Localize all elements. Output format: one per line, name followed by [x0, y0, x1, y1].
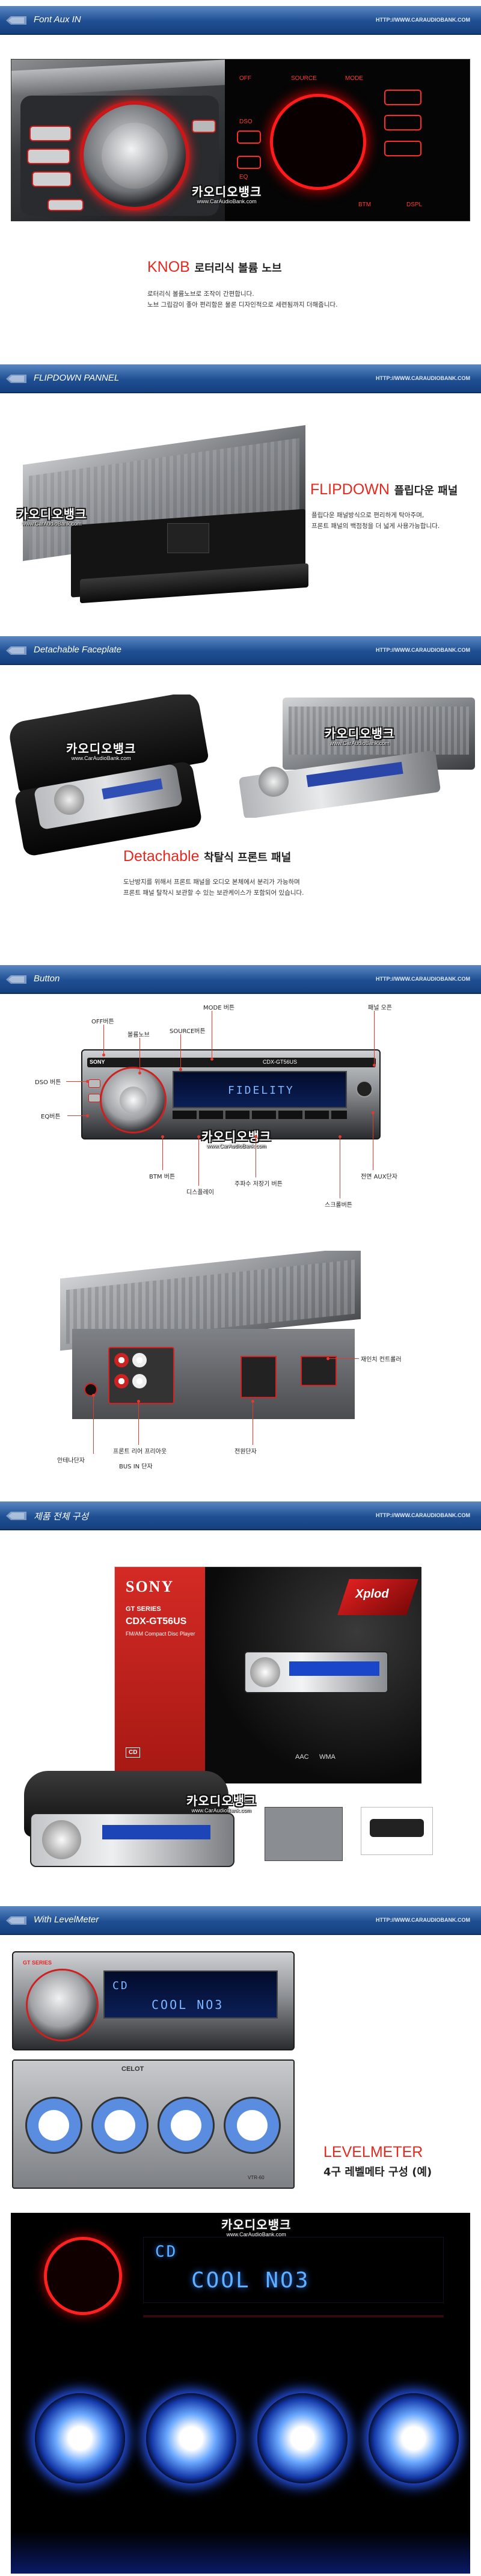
section-title: 제품 전체 구성 — [34, 1512, 89, 1522]
section-title: With LevelMeter — [34, 1915, 99, 1925]
rear-unit-photo — [48, 1251, 373, 1431]
label-steering-control: 재인치 컨트롤러 — [361, 1357, 402, 1363]
lcd-line-1: CD — [112, 1980, 129, 1992]
bar-notch-icon — [6, 1916, 26, 1925]
aux-label-btm: BTM — [358, 201, 372, 208]
levelmeter-feature-title: LEVELMETER 4구 레벨메타 구성 (예) — [323, 2144, 432, 2179]
box-model: CDX-GT56US — [126, 1616, 187, 1627]
bar-notch-icon — [6, 16, 26, 25]
section-header-flipdown: FLIPDOWN PANNEL HTTP://WWW.CARAUDIOBANK.… — [0, 364, 481, 393]
label-power: 전원단자 — [234, 1449, 257, 1455]
box-xplod-logo: Xplod — [355, 1587, 389, 1601]
box-brand: SONY — [126, 1578, 174, 1595]
label-eq-button: EQ버튼 — [41, 1114, 61, 1120]
label-dso-button: DSO 버튼 — [35, 1079, 61, 1086]
knob-feature-title: KNOB 로터리식 볼륨 노브 — [147, 259, 282, 275]
label-preset-buttons: 주파수 저장기 버튼 — [234, 1181, 283, 1188]
unit-series: GT SERIES — [23, 1960, 52, 1966]
section-header-button: Button HTTP://WWW.CARAUDIOBANK.COM — [0, 965, 481, 994]
bar-notch-icon — [6, 975, 26, 984]
aux-label-eq: EQ — [239, 174, 248, 180]
site-url[interactable]: HTTP://WWW.CARAUDIOBANK.COM — [376, 976, 470, 982]
section-header-levelmeter: With LevelMeter HTTP://WWW.CARAUDIOBANK.… — [0, 1906, 481, 1935]
section-header-package: 제품 전체 구성 HTTP://WWW.CARAUDIOBANK.COM — [0, 1501, 481, 1530]
label-mode-button: MODE 버튼 — [203, 1005, 235, 1011]
front-lcd-text: FIDELITY — [228, 1084, 295, 1097]
site-url[interactable]: HTTP://WWW.CARAUDIOBANK.COM — [376, 17, 470, 23]
night-lcd-line-1: CD — [155, 2243, 178, 2261]
label-eject: 패널 오픈 — [368, 1005, 392, 1011]
box-cd-logo: CD — [126, 1747, 141, 1758]
night-lcd-line-2: COOL NO3 — [191, 2268, 310, 2293]
package-photo: SONY GT SERIES CDX-GT56US FM/AM Compact … — [24, 1542, 457, 1879]
label-off-button: OFF버튼 — [91, 1019, 114, 1025]
level-meter-model: VTR-60 — [248, 2175, 265, 2180]
label-source-button: SOURCE버튼 — [170, 1028, 206, 1035]
aux-label-mode: MODE — [345, 75, 363, 82]
site-url[interactable]: HTTP://WWW.CARAUDIOBANK.COM — [376, 1512, 470, 1518]
section-header-detachable: Detachable Faceplate HTTP://WWW.CARAUDIO… — [0, 636, 481, 665]
aux-label-dso: DSO — [239, 118, 253, 125]
detachable-feature-title: Detachable 착탈식 프론트 패널 — [123, 848, 292, 865]
head-unit-front: FIDELITY SONY CDX-GT56US — [81, 1049, 381, 1139]
label-scroll-button: 스크롤버튼 — [325, 1202, 352, 1209]
label-antenna: 안테나단자 — [57, 1458, 85, 1464]
detachable-feature-desc: 도난방지를 위해서 프론트 패널을 오디오 본체에서 분리가 가능하며 프론트 … — [123, 879, 304, 897]
label-display: 디스플레이 — [186, 1189, 214, 1196]
flipdown-feature-desc: 플립다운 패널방식으로 편리하게 탁아주며, 프론트 패널의 백점청을 더 넓게… — [311, 512, 440, 530]
knob-closeup — [11, 60, 240, 221]
illuminated-panel: OFF SOURCE MODE DSO EQ BTM DSPL — [225, 60, 470, 221]
site-url[interactable]: HTTP://WWW.CARAUDIOBANK.COM — [376, 375, 470, 381]
label-bus-in: BUS IN 단자 — [119, 1464, 153, 1470]
section-title: Font Aux IN — [34, 14, 81, 25]
level-meter-brand: CELOT — [121, 2065, 144, 2073]
unit-model: CDX-GT56US — [263, 1059, 298, 1065]
box-spec: FM/AM Compact Disc Player — [126, 1631, 195, 1637]
bar-notch-icon — [6, 375, 26, 383]
knob-feature-desc: 로터리식 볼륨노브로 조작이 간편합니다. 노브 그립감이 좋아 편리함은 물론… — [147, 290, 338, 309]
aux-label-source: SOURCE — [291, 75, 317, 82]
label-rca-preout: 프론트 리어 프리아웃 — [113, 1449, 167, 1455]
section-title: FLIPDOWN PANNEL — [34, 373, 120, 383]
label-btm-button: BTM 버튼 — [149, 1174, 176, 1180]
box-aac: AAC — [295, 1753, 309, 1761]
levelmeter-day-photo: CD COOL NO3 GT SERIES CELOT VTR-60 카오디오뱅… — [12, 1951, 295, 2234]
box-wma: WMA — [319, 1753, 335, 1761]
lcd-line-2: COOL NO3 — [152, 1998, 224, 2012]
flipdown-feature-title: FLIPDOWN 플립다운 패널 — [310, 481, 458, 498]
section-header-font-aux-in: Font Aux IN HTTP://WWW.CARAUDIOBANK.COM — [0, 6, 481, 35]
site-url[interactable]: HTTP://WWW.CARAUDIOBANK.COM — [376, 1917, 470, 1923]
aux-label-off: OFF — [239, 75, 251, 82]
site-url[interactable]: HTTP://WWW.CARAUDIOBANK.COM — [376, 647, 470, 653]
box-series: GT SERIES — [126, 1605, 161, 1613]
bar-notch-icon — [6, 646, 26, 655]
product-box: SONY GT SERIES CDX-GT56US FM/AM Compact … — [114, 1566, 421, 1783]
aux-label-dspl: DSPL — [406, 201, 423, 208]
unit-brand: SONY — [90, 1059, 105, 1065]
section-title: Detachable Faceplate — [34, 645, 121, 655]
label-volume-knob: 볼륨노브 — [127, 1032, 150, 1038]
label-front-aux: 전면 AUX단자 — [361, 1174, 397, 1180]
bar-notch-icon — [6, 1512, 26, 1520]
section-title: Button — [34, 974, 60, 984]
